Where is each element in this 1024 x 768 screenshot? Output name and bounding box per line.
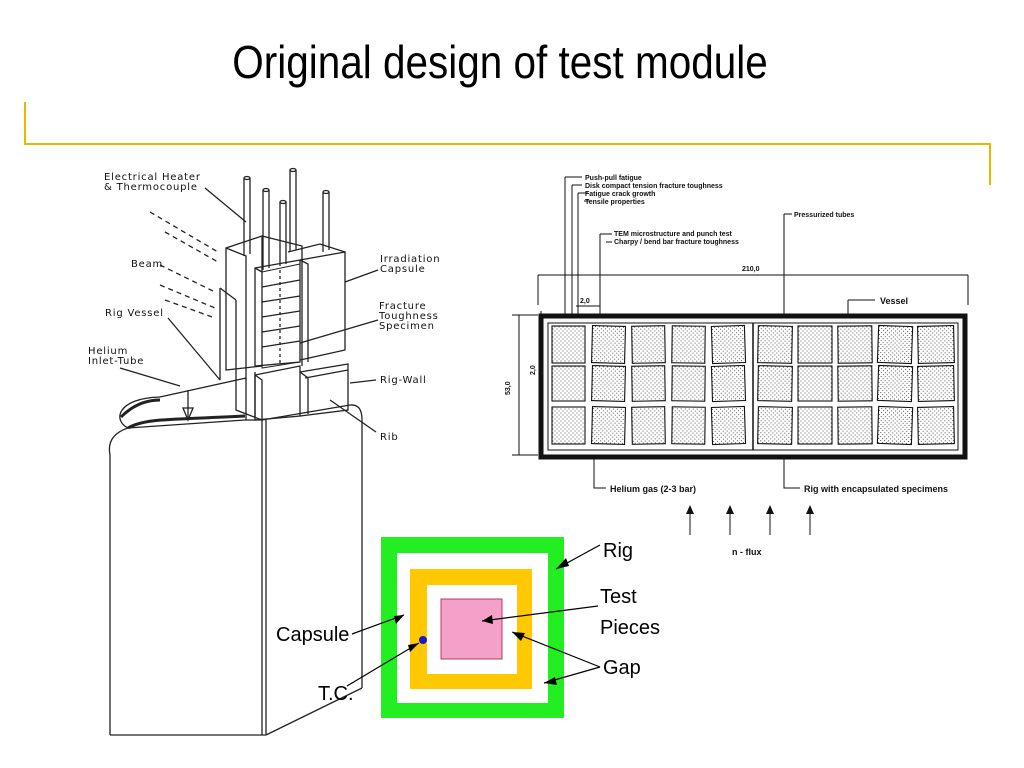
label-fracture-line3: Specimen: [379, 321, 435, 332]
label-vessel: Vessel: [880, 296, 908, 306]
label-rig: Rig: [603, 540, 633, 562]
accent-line-horizontal: [24, 143, 991, 145]
label-irradiation-line2: Capsule: [380, 264, 426, 275]
specimen-type-1: Disk compact tension fracture toughness: [585, 183, 723, 190]
accent-line-right: [989, 143, 991, 185]
specimen-capsule: [631, 406, 666, 445]
label-rig-with-specimens: Rig with encapsulated specimens: [804, 484, 948, 494]
specimen-capsule: [757, 406, 793, 445]
label-helium-gas: Helium gas (2-3 bar): [610, 484, 696, 494]
dimension-height: 53,0: [505, 381, 512, 395]
specimen-capsule: [631, 325, 666, 364]
label-capsule: Capsule: [276, 624, 349, 646]
specimen-capsule: [797, 406, 833, 445]
dimension-gap: 2,0: [580, 298, 590, 305]
specimen-capsule: [671, 406, 706, 445]
specimen-capsule: [797, 365, 833, 402]
specimen-capsule: [797, 325, 833, 364]
accent-line-left: [24, 102, 26, 144]
label-irradiation-line1: Irradiation: [380, 254, 440, 265]
label-helium-line2: Inlet-Tube: [88, 356, 144, 367]
specimen-capsule: [757, 325, 793, 364]
dimension-width: 210,0: [742, 266, 760, 273]
label-heater-line2: & Thermocouple: [104, 182, 198, 193]
specimen-capsule: [916, 325, 955, 364]
label-gap: Gap: [603, 657, 641, 679]
label-fracture-line2: Toughness: [378, 311, 439, 322]
specimen-capsule: [631, 365, 666, 402]
label-flux: n - flux: [732, 547, 762, 557]
specimen-capsule: [876, 324, 914, 365]
test-pieces-layer: [440, 598, 503, 660]
label-rig-wall: Rig-Wall: [380, 375, 427, 386]
specimen-type-0: Push-pull fatigue: [585, 175, 642, 182]
specimen-grid: [551, 324, 955, 446]
specimen-capsule: [837, 406, 873, 445]
specimen-type-2: Fatigue crack growth: [585, 191, 655, 198]
specimen-capsule: [551, 325, 586, 364]
specimen-capsule: [916, 406, 955, 445]
label-fracture-line1: Fracture: [379, 301, 426, 312]
specimen-capsule: [710, 364, 747, 403]
specimen-capsule: [591, 365, 627, 402]
specimen-capsule: [671, 325, 706, 364]
specimen-capsule: [590, 406, 627, 445]
label-beam: Beam: [131, 259, 163, 270]
thermocouple-marker: [419, 636, 427, 644]
specimen-capsule: [551, 365, 586, 402]
specimen-capsule: [837, 365, 873, 402]
specimen-capsule: [876, 364, 914, 403]
label-test-line1: Test: [600, 586, 637, 608]
specimen-capsule: [710, 324, 747, 365]
label-heater-line1: Electrical Heater: [104, 172, 201, 183]
dimension-side-gap: 2,0: [530, 365, 537, 375]
specimen-capsule: [710, 405, 747, 446]
specimen-capsule: [876, 405, 914, 446]
label-tc: T.C.: [318, 683, 354, 705]
specimen-type-3: Tensile properties: [585, 199, 645, 206]
slide-title: Original design of test module: [232, 36, 768, 88]
specimen-capsule: [837, 325, 873, 364]
specimen-capsule: [551, 406, 586, 445]
specimen-capsule: [917, 365, 955, 402]
label-tem: TEM microstructure and punch test: [614, 231, 733, 238]
specimen-capsule: [757, 365, 793, 402]
label-helium-line1: Helium: [88, 346, 128, 357]
label-rib: Rib: [380, 432, 398, 443]
specimen-capsule: [671, 365, 706, 402]
label-test-line2: Pieces: [600, 617, 660, 639]
label-pressurized-tubes: Pressurized tubes: [794, 212, 854, 219]
specimen-capsule: [590, 325, 627, 364]
label-charpy: Charpy / bend bar fracture toughness: [614, 239, 739, 246]
label-rig-vessel: Rig Vessel: [105, 308, 164, 319]
